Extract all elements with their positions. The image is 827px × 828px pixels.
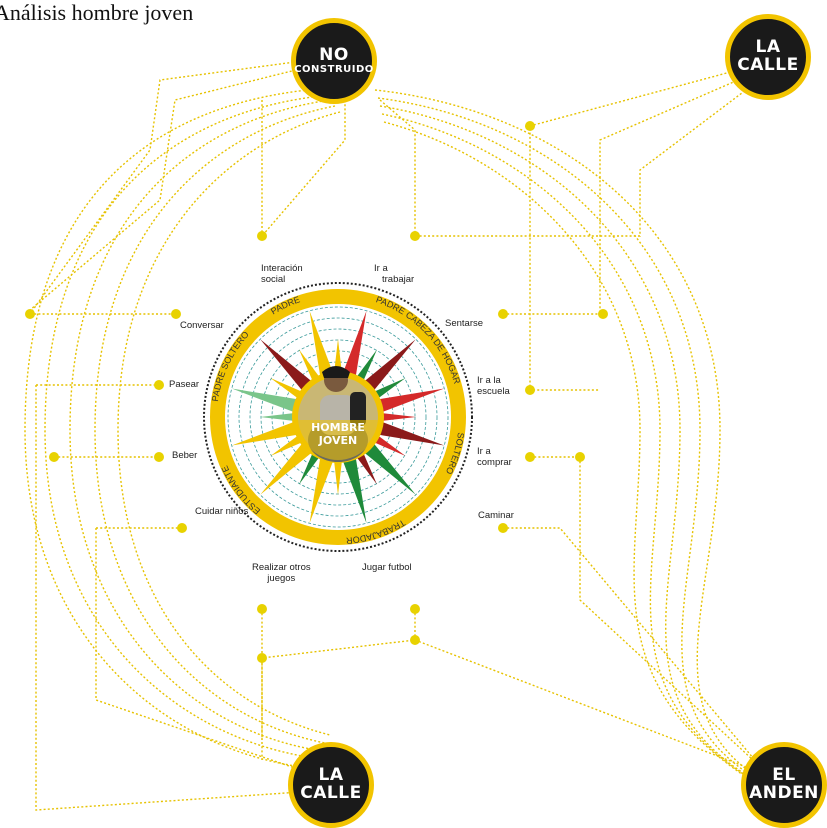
wire-left-6 — [95, 528, 331, 781]
arc-outer-4 — [94, 105, 336, 745]
arc-outer-1 — [24, 87, 331, 771]
arc-outer-2 — [44, 94, 331, 761]
connector-dot — [177, 523, 187, 533]
activity-sentarse: Sentarse — [445, 318, 484, 329]
activity-beber: Beber — [172, 450, 198, 461]
connector-dot — [257, 231, 267, 241]
wire-calle-top-3 — [415, 67, 776, 237]
concentric-ring — [249, 328, 427, 506]
wire-calle-top-1 — [529, 59, 776, 391]
center-label-line2: JOVEN — [318, 433, 358, 447]
arc-outer-3 — [69, 99, 331, 753]
connector-dot — [257, 653, 267, 663]
activity-caminar: Caminar — [478, 510, 514, 521]
connector-dot — [154, 452, 164, 462]
outer-dotted-ring — [203, 282, 473, 552]
connector-dot — [257, 604, 267, 614]
center-overlay — [298, 420, 378, 460]
wire-right-4 — [579, 457, 781, 786]
connector-dot — [498, 523, 508, 533]
connector-dot — [410, 604, 420, 614]
activity-conversar: Conversar — [180, 320, 224, 331]
arc-right-5 — [383, 121, 781, 799]
connector-dot — [154, 380, 164, 390]
activity-cuidar-ninos: Cuidar niños — [195, 506, 249, 517]
connector-dot — [410, 231, 420, 241]
node-no-construido: NO CONSTRUIDO — [291, 18, 377, 104]
wire-nc-4 — [261, 100, 346, 237]
connector-dot — [49, 452, 59, 462]
center-label-line1: HOMBRE — [311, 421, 365, 434]
connector-dot — [498, 309, 508, 319]
connector-dot — [575, 452, 585, 462]
connector-dot — [598, 309, 608, 319]
arc-right-3 — [379, 105, 781, 795]
wire-calle-top-2 — [599, 63, 776, 314]
activity-pasear: Pasear — [169, 379, 200, 390]
page-title: Análisis hombre joven — [0, 0, 194, 25]
connector-dot — [525, 385, 535, 395]
connector-dot — [171, 309, 181, 319]
concentric-ring — [238, 317, 438, 517]
arc-right-4 — [381, 113, 781, 797]
activity-jugar-futbol: Jugar futbol — [362, 562, 412, 573]
arc-right-1 — [374, 89, 781, 791]
connector-dot — [410, 635, 420, 645]
arc-outer-5 — [117, 111, 341, 736]
wire-nc-1 — [29, 59, 311, 315]
connector-dot — [525, 452, 535, 462]
arc-right-2 — [377, 97, 781, 793]
center-label: HOMBRE JOVEN — [298, 421, 378, 447]
wire-left-5 — [35, 385, 331, 811]
concentric-ring — [227, 306, 449, 528]
node-la-calle-top: LA CALLE — [725, 14, 811, 100]
node-el-anden: EL ANDEN — [741, 742, 827, 828]
connector-dot — [25, 309, 35, 319]
node-la-calle-bottom: LA CALLE — [288, 742, 374, 828]
connector-dot — [525, 121, 535, 131]
